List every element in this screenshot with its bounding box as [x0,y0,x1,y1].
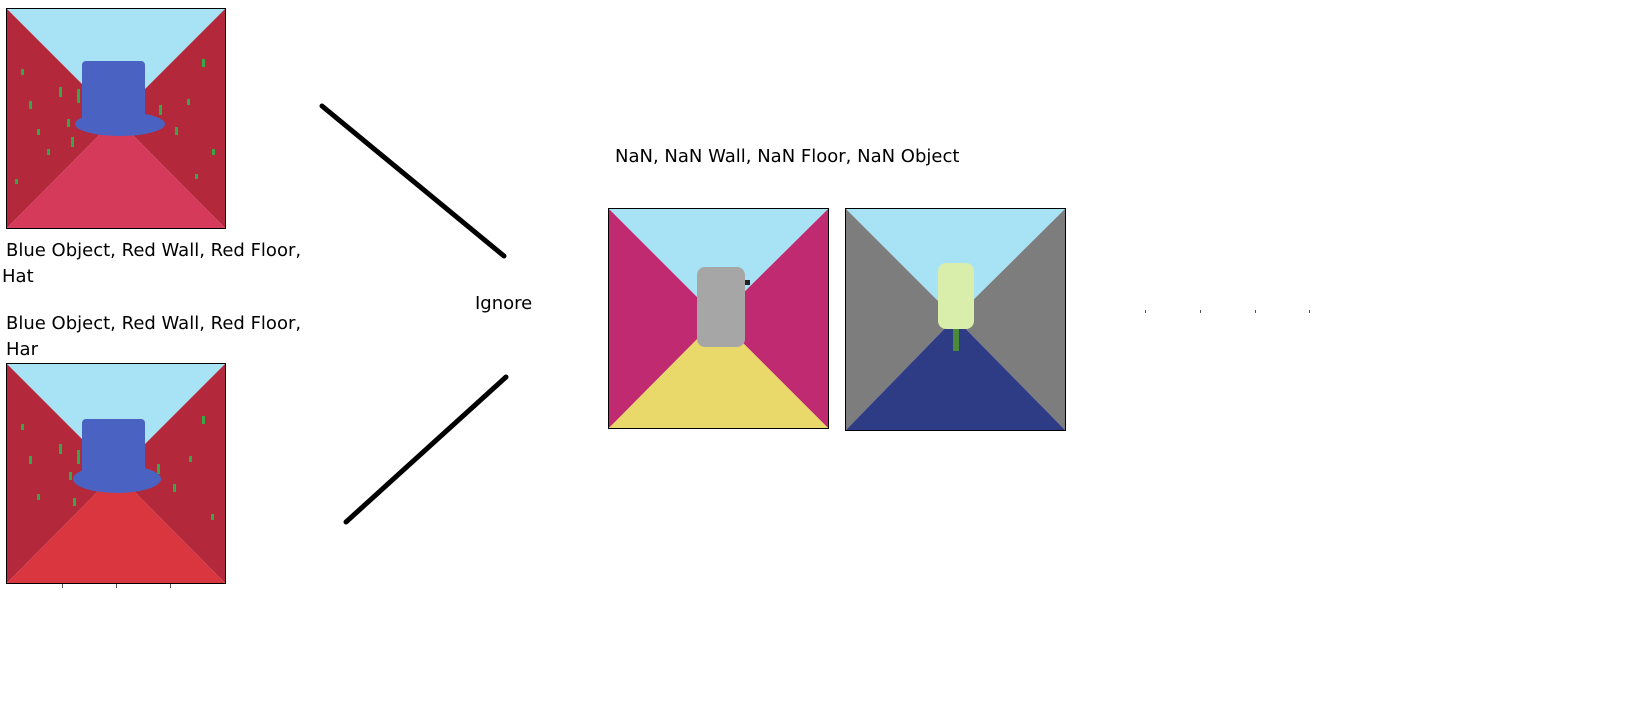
scene-right-1 [608,208,829,429]
caption-top-left: Blue Object, Red Wall, Red Floor, Hat [2,240,302,287]
right-wall [116,364,225,583]
axis-tick [1200,310,1201,313]
green-speckles [21,416,214,520]
axis-tick [62,584,63,588]
block-object-icon [938,263,974,329]
right-wall [955,209,1065,430]
ignore-label: Ignore [475,293,533,314]
floor [846,318,1065,430]
connector-line-top [319,103,507,259]
axis-tick [1145,310,1146,313]
axis-tick [1309,310,1310,313]
block-object-icon [697,267,745,347]
axis-tick [1255,310,1256,313]
right-wall [718,209,828,428]
sky [609,209,828,318]
scene-right-2 [845,208,1066,431]
floor [7,118,225,228]
left-wall [7,364,116,583]
floor [609,318,828,428]
caption-bottom-left: Blue Object, Red Wall, Red Floor, Har [6,313,302,360]
top-hat-icon [73,419,161,493]
connector-line-bottom [343,374,509,525]
left-wall [609,209,718,428]
scene-bottom-left [6,363,226,584]
axis-tick [116,584,117,588]
left-wall [7,9,116,228]
top-hat-icon [75,61,165,136]
axis-tick [170,584,171,588]
green-speckles [15,59,215,184]
sky [7,364,225,473]
right-wall [116,9,225,228]
left-wall [846,209,955,430]
scene-top-left [6,8,226,229]
right-title: NaN, NaN Wall, NaN Floor, NaN Object [615,146,960,167]
floor [7,473,225,583]
